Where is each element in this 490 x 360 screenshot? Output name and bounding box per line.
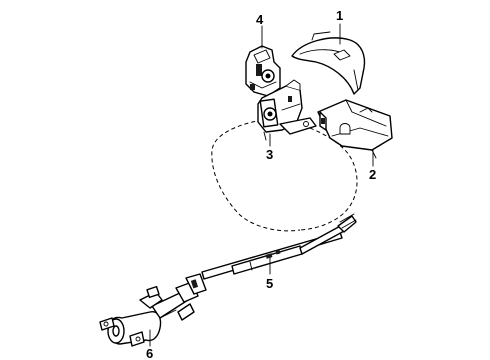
- leader-lines: [149, 23, 374, 347]
- part-1-upper-cover: [291, 31, 366, 95]
- callout-1: 1: [336, 8, 343, 23]
- part-4-lock-housing: [245, 45, 281, 97]
- part-3-column-head: [257, 79, 317, 141]
- part-5-steering-shaft: [201, 213, 357, 280]
- part-2-lower-cover: [317, 99, 393, 159]
- column-housing-outline: [211, 119, 358, 232]
- callout-5: 5: [266, 276, 273, 291]
- callout-3: 3: [266, 147, 273, 162]
- callout-6: 6: [146, 346, 153, 360]
- callout-4: 4: [256, 12, 264, 27]
- part-6-intermediate-shaft: [99, 273, 207, 347]
- callout-2: 2: [369, 167, 376, 182]
